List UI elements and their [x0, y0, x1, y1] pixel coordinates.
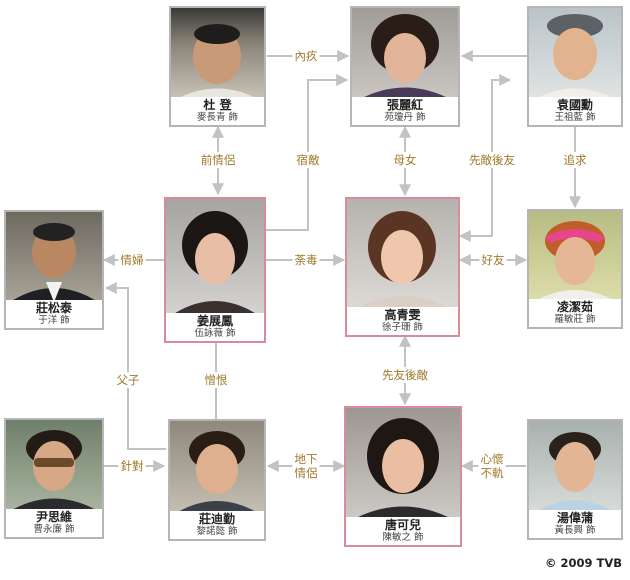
card-caption: 張麗紅 苑瓊丹 飾: [352, 97, 458, 125]
relation-label: 母女: [391, 152, 419, 168]
relation-label: 情婦: [118, 252, 146, 268]
actor-name: 伍詠薇 飾: [194, 328, 236, 339]
portrait-photo: [170, 421, 264, 511]
character-card-tangwp: 湯偉蒲 黃長興 飾: [527, 419, 623, 540]
character-card-jiang: 姜展鳳 伍詠薇 飾: [164, 197, 266, 343]
relation-label-line: 不軌: [480, 466, 504, 480]
portrait-silhouette: [181, 24, 254, 97]
portrait-silhouette: [538, 432, 612, 510]
character-card-zhuangdq: 莊迪勤 黎諾懿 飾: [168, 419, 266, 541]
portrait-silhouette: [13, 430, 95, 509]
actor-name: 陳敏之 飾: [382, 532, 424, 543]
card-caption: 莊迪勤 黎諾懿 飾: [170, 511, 264, 539]
actor-name: 麥長青 飾: [196, 112, 239, 123]
card-caption: 尹思維 曹永廉 飾: [6, 509, 102, 537]
character-name: 張麗紅: [386, 98, 423, 112]
portrait-photo: [529, 421, 621, 510]
actor-name: 羅敏莊 飾: [554, 314, 596, 325]
character-name: 杜 登: [203, 98, 232, 112]
portrait-silhouette: [364, 14, 446, 97]
character-name: 凌潔茹: [556, 300, 593, 314]
relation-label: 內疚: [292, 48, 320, 64]
card-caption: 凌潔茹 羅敏莊 飾: [529, 299, 621, 327]
relation-label: 先友後敵: [380, 367, 430, 383]
character-name: 莊迪勤: [198, 512, 235, 526]
relation-label-line: 心懷: [480, 452, 504, 466]
actor-name: 徐子珊 飾: [381, 322, 424, 333]
portrait-silhouette: [175, 211, 255, 313]
character-name: 高青雯: [384, 308, 421, 322]
portrait-silhouette: [13, 223, 95, 300]
character-card-zhangli: 張麗紅 苑瓊丹 飾: [350, 6, 460, 127]
relation-label-line: 情侶: [294, 466, 318, 480]
relation-label: 針對: [118, 458, 146, 474]
portrait-photo: [171, 8, 264, 97]
character-card-ling: 凌潔茹 羅敏莊 飾: [527, 209, 623, 329]
card-caption: 唐可兒 陳敏之 飾: [346, 517, 460, 545]
card-caption: 袁國勳 王祖藍 飾: [529, 97, 621, 125]
portrait-silhouette: [179, 431, 255, 511]
character-name: 尹思維: [35, 510, 72, 524]
character-name: 莊松泰: [35, 301, 72, 315]
character-name: 袁國勳: [556, 98, 593, 112]
portrait-photo: [166, 199, 264, 313]
actor-name: 王祖藍 飾: [554, 112, 596, 123]
relation-label: 好友: [479, 252, 507, 268]
relation-label: 父子: [114, 372, 142, 388]
actor-name: 黎諾懿 飾: [196, 526, 238, 537]
actor-name: 黃長興 飾: [554, 525, 596, 536]
relation-label: 宿敵: [294, 152, 322, 168]
relation-label: 前情侶: [198, 152, 238, 168]
relation-label: 追求: [561, 152, 589, 168]
relation-label: 憎恨: [202, 372, 230, 388]
line-zhuangdq-zhuangst: [104, 282, 166, 450]
character-card-yin: 尹思維 曹永廉 飾: [4, 418, 104, 539]
portrait-photo: [6, 212, 102, 300]
copyright-notice: © 2009 TVB: [544, 556, 622, 570]
relation-label-line: 地下: [294, 452, 318, 466]
portrait-photo: [352, 8, 458, 97]
character-card-zhuangst: 莊松泰 于洋 飾: [4, 210, 104, 330]
card-caption: 杜 登 麥長青 飾: [171, 97, 264, 125]
relation-label: 荼毒: [292, 252, 320, 268]
character-card-tang: 唐可兒 陳敏之 飾: [344, 406, 462, 547]
card-caption: 湯偉蒲 黃長興 飾: [529, 510, 621, 538]
relation-label: 心懷 不軌: [478, 451, 506, 481]
character-card-gao: 高青雯 徐子珊 飾: [345, 197, 460, 337]
portrait-silhouette: [358, 211, 446, 307]
card-caption: 姜展鳳 伍詠薇 飾: [166, 313, 264, 341]
actor-name: 曹永廉 飾: [33, 524, 75, 535]
portrait-photo: [529, 8, 621, 97]
character-name: 湯偉蒲: [556, 511, 593, 525]
portrait-photo: [529, 211, 621, 299]
character-card-dudeng: 杜 登 麥長青 飾: [169, 6, 266, 127]
relation-label: 先敵後友: [467, 152, 517, 168]
portrait-silhouette: [539, 221, 611, 299]
portrait-silhouette: [539, 14, 611, 97]
card-caption: 莊松泰 于洋 飾: [6, 300, 102, 328]
portrait-photo: [347, 199, 458, 307]
portrait-photo: [346, 408, 460, 517]
portrait-photo: [6, 420, 102, 509]
actor-name: 于洋 飾: [38, 315, 70, 326]
actor-name: 苑瓊丹 飾: [384, 112, 426, 123]
relation-label: 地下 情侶: [292, 451, 320, 481]
card-caption: 高青雯 徐子珊 飾: [347, 307, 458, 335]
character-name: 唐可兒: [384, 518, 421, 532]
character-name: 姜展鳳: [196, 314, 233, 328]
character-card-yuan: 袁國勳 王祖藍 飾: [527, 6, 623, 127]
portrait-silhouette: [358, 418, 448, 517]
